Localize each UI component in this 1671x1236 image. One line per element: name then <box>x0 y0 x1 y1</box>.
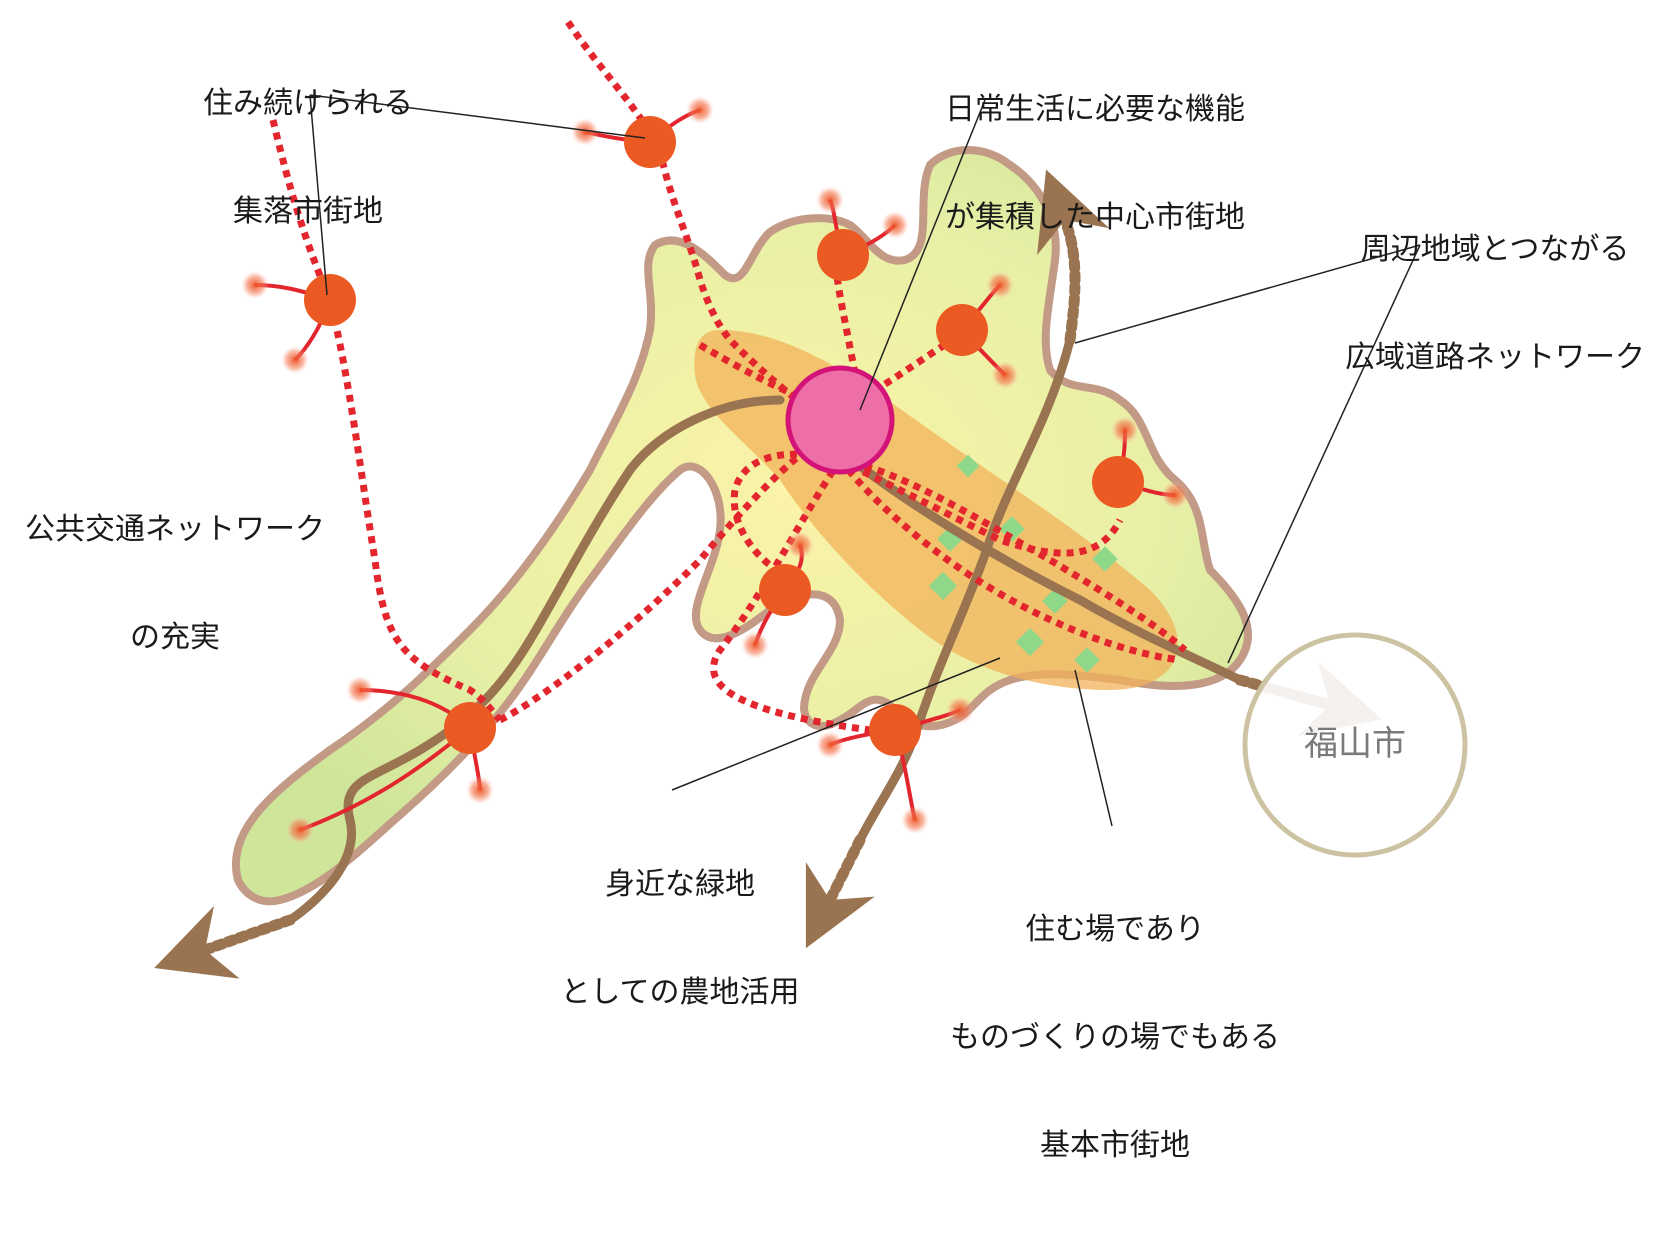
node-west <box>241 271 356 374</box>
urban-structure-diagram: 住み続けられる 集落市街地 日常生活に必要な機能 が集積した中心市街地 周辺地域… <box>10 14 1670 1163</box>
label-transit: 公共交通ネットワーク の充実 <box>10 440 340 728</box>
label-transit-line2: の充実 <box>130 620 220 655</box>
label-green-line2: としての農地活用 <box>560 975 800 1010</box>
node-south <box>816 696 974 834</box>
label-settlement-line2: 集落市街地 <box>233 194 383 229</box>
label-central-area: 日常生活に必要な機能 が集積した中心市街地 <box>905 20 1285 308</box>
label-road-network: 周辺地域とつながる 広域道路ネットワーク <box>1320 160 1670 448</box>
node-north-center <box>816 186 909 281</box>
label-base-line1: 住む場であり <box>1025 912 1205 947</box>
label-road-network-line1: 周辺地域とつながる <box>1360 232 1630 267</box>
node-south-inner <box>741 531 814 659</box>
diagram-canvas <box>154 20 1468 979</box>
node-north-east <box>936 271 1019 389</box>
node-north <box>571 96 714 168</box>
node-east <box>1092 416 1189 509</box>
label-central-area-line2: が集積した中心市街地 <box>945 200 1245 235</box>
label-settlement-line1: 住み続けられる <box>203 86 413 121</box>
label-green: 身近な緑地 としての農地活用 <box>530 795 830 1083</box>
settlement-nodes <box>241 96 1189 844</box>
label-central-area-line1: 日常生活に必要な機能 <box>945 92 1245 127</box>
label-settlement: 住み続けられる 集落市街地 <box>183 14 433 302</box>
central-urban-area-node <box>785 365 895 475</box>
label-base-urban-area: 住む場であり ものづくりの場でもある 基本市街地 <box>930 840 1300 1236</box>
fukuyama-city-circle <box>1242 632 1468 858</box>
label-base-line2: ものづくりの場でもある <box>950 1020 1280 1055</box>
label-transit-line1: 公共交通ネットワーク <box>25 512 325 547</box>
leader-lines <box>309 94 1421 827</box>
label-base-line3: 基本市街地 <box>1040 1128 1190 1163</box>
label-road-network-line2: 広域道路ネットワーク <box>1345 340 1645 375</box>
label-green-line1: 身近な緑地 <box>605 867 755 902</box>
label-fukuyama: 福山市 <box>1304 724 1406 764</box>
node-south-west <box>286 676 496 844</box>
